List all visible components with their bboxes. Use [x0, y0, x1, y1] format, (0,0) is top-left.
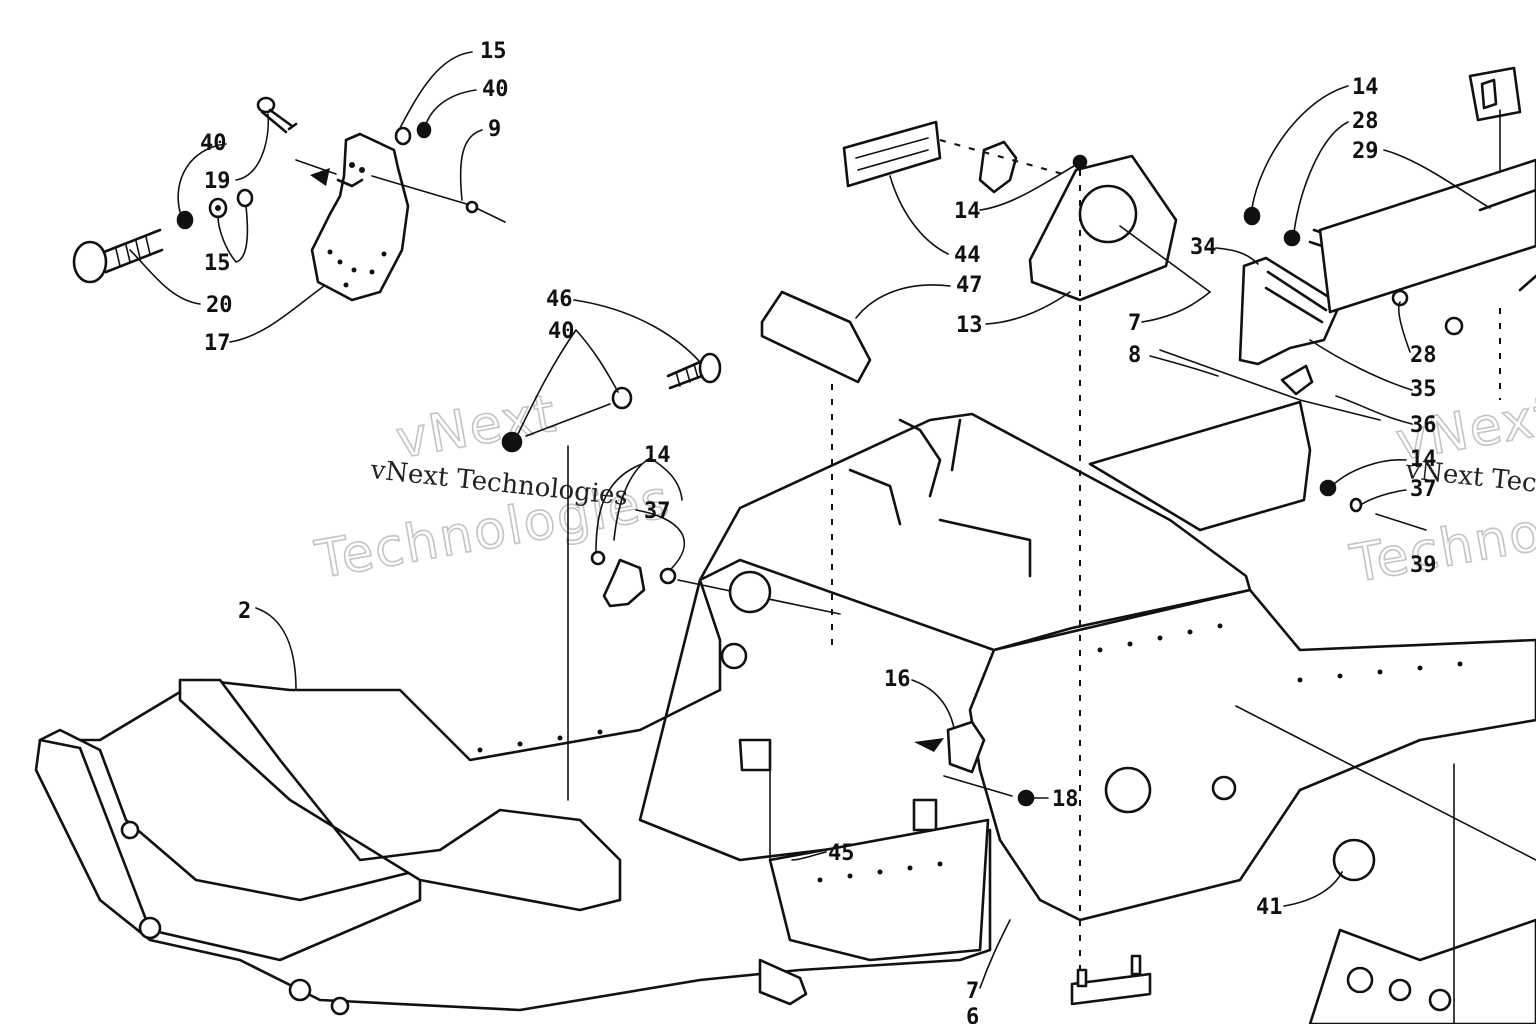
callout-29: 29: [1352, 139, 1379, 164]
main-frame: [34, 400, 1536, 1024]
callout-34: 34: [1190, 235, 1217, 260]
callout-18: 18: [1052, 787, 1079, 812]
callout-15-top: 15: [480, 39, 507, 64]
callout-44: 44: [954, 243, 981, 268]
callout-9: 9: [488, 117, 501, 142]
bracket-assembly-top-right: [1238, 66, 1536, 531]
callout-47: 47: [956, 273, 983, 298]
callout-19: 19: [204, 169, 231, 194]
callout-17: 17: [204, 331, 231, 356]
callout-40-left: 40: [200, 131, 227, 156]
callout-16: 16: [884, 667, 911, 692]
callout-14-upper: 14: [954, 199, 981, 224]
callout-46: 46: [546, 287, 573, 312]
callout-20: 20: [206, 293, 233, 318]
callout-41: 41: [1256, 895, 1283, 920]
callout-14-right: 14: [1410, 447, 1437, 472]
callout-6: 6: [966, 1005, 979, 1024]
bracket-assembly-top-left: [72, 96, 506, 302]
callout-28-upper: 28: [1352, 109, 1379, 134]
callout-15-left: 15: [204, 251, 231, 276]
callout-7-upper: 7: [1128, 311, 1141, 336]
assembly-guides: [567, 109, 1536, 1024]
callout-7-lower: 7: [966, 979, 979, 1004]
callout-37-center: 37: [644, 499, 671, 524]
callout-8: 8: [1128, 343, 1141, 368]
callout-13: 13: [956, 313, 983, 338]
callout-45: 45: [828, 841, 855, 866]
callout-2: 2: [238, 599, 251, 624]
callout-36: 36: [1410, 413, 1437, 438]
callout-37-right: 37: [1410, 477, 1437, 502]
callout-40-top: 40: [482, 77, 509, 102]
callout-40-center: 40: [548, 319, 575, 344]
callout-28-lower: 28: [1410, 343, 1437, 368]
callout-39: 39: [1410, 553, 1437, 578]
callout-labels: 15 40 9 40 19 15 20 17 46 40 14 37 14 44…: [200, 39, 1437, 1024]
callout-14-center: 14: [644, 443, 671, 468]
callout-35: 35: [1410, 377, 1437, 402]
callout-14-right-top: 14: [1352, 75, 1379, 100]
leader-lines: [129, 51, 1491, 989]
